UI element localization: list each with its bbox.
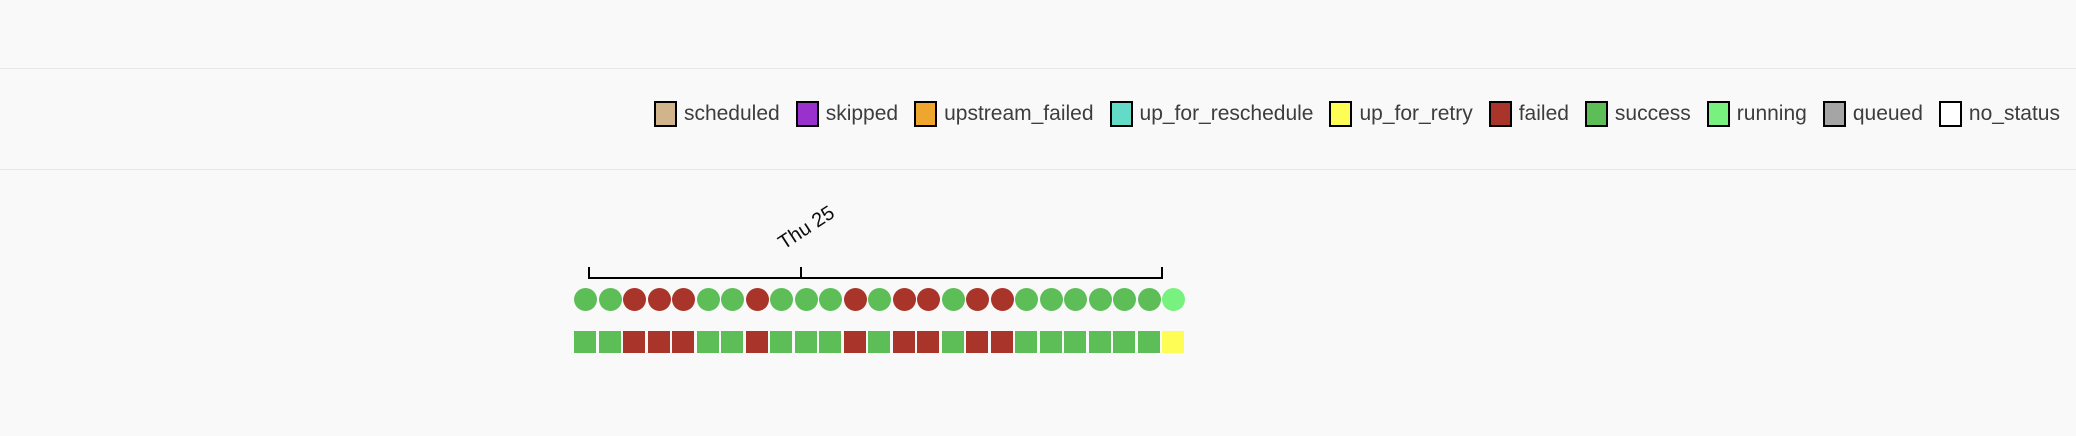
legend-item-upstream_failed: upstream_failed <box>914 101 1094 127</box>
axis-tick-start <box>588 267 590 279</box>
dag-run-circle-success[interactable] <box>819 288 842 311</box>
state-legend: scheduled skipped upstream_failed up_for_re… <box>653 100 2060 128</box>
axis-tick-mid <box>800 267 802 279</box>
dag-run-circle-success[interactable] <box>696 288 720 311</box>
upstream_failed-swatch-icon <box>914 101 938 127</box>
dag-run-circle-failed[interactable] <box>745 288 769 311</box>
task-instance-square-failed[interactable] <box>917 331 939 353</box>
up_for_retry-swatch-icon <box>1329 101 1353 127</box>
up_for_reschedule-swatch-icon <box>1109 101 1133 127</box>
task-instance-square-failed[interactable] <box>623 331 645 353</box>
task-instance-square-success[interactable] <box>696 331 719 353</box>
scheduled-swatch-icon <box>653 101 677 127</box>
task-instance-square-failed[interactable] <box>892 331 915 353</box>
task-instance-square-success[interactable] <box>868 331 890 353</box>
legend-item-failed: failed <box>1488 101 1569 127</box>
dag-run-circle-failed[interactable] <box>892 288 916 311</box>
task-instances-row <box>574 331 1184 353</box>
task-instance-square-success[interactable] <box>574 331 596 353</box>
task-instance-square-up_for_retry[interactable] <box>1162 331 1184 353</box>
failed-swatch-icon <box>1488 101 1512 127</box>
axis-line <box>588 277 1163 279</box>
legend-divider <box>0 169 2076 170</box>
dag-runs-row <box>574 288 1185 311</box>
dag-run-circle-success[interactable] <box>941 288 965 311</box>
task-instance-square-success[interactable] <box>941 331 964 353</box>
dag-run-circle-failed[interactable] <box>623 288 646 311</box>
legend-label-skipped: skipped <box>825 102 899 125</box>
dag-run-circle-success[interactable] <box>1137 288 1161 311</box>
dag-run-circle-failed[interactable] <box>672 288 695 311</box>
legend-label-success: success <box>1614 102 1691 125</box>
legend-item-scheduled: scheduled <box>653 101 780 127</box>
dag-run-circle-success[interactable] <box>1015 288 1038 311</box>
dag-run-circle-success[interactable] <box>598 288 622 311</box>
running-swatch-icon <box>1706 101 1730 127</box>
no_status-swatch-icon <box>1938 101 1962 127</box>
dag-run-circle-failed[interactable] <box>966 288 989 311</box>
dag-run-circle-failed[interactable] <box>990 288 1014 311</box>
header-spacer <box>0 0 2076 68</box>
axis-tick-label: Thu 25 <box>774 201 839 255</box>
success-swatch-icon <box>1584 101 1608 127</box>
dag-run-circle-success[interactable] <box>721 288 744 311</box>
dag-run-circle-failed[interactable] <box>647 288 671 311</box>
legend-item-success: success <box>1584 101 1691 127</box>
header-divider <box>0 68 2076 69</box>
legend-item-skipped: skipped <box>795 101 899 127</box>
skipped-swatch-icon <box>795 101 819 127</box>
task-instance-square-success[interactable] <box>1015 331 1037 353</box>
legend-item-up_for_retry: up_for_retry <box>1329 101 1473 127</box>
dag-run-circle-running[interactable] <box>1162 288 1185 311</box>
queued-swatch-icon <box>1822 101 1846 127</box>
task-instance-square-success[interactable] <box>1137 331 1160 353</box>
task-instance-square-failed[interactable] <box>966 331 988 353</box>
task-instance-square-success[interactable] <box>1064 331 1086 353</box>
task-instance-square-failed[interactable] <box>672 331 694 353</box>
legend-label-running: running <box>1736 102 1807 125</box>
legend-label-up_for_reschedule: up_for_reschedule <box>1139 102 1314 125</box>
legend-item-running: running <box>1706 101 1807 127</box>
dag-run-circle-failed[interactable] <box>843 288 867 311</box>
dag-run-circle-success[interactable] <box>794 288 818 311</box>
legend-label-up_for_retry: up_for_retry <box>1359 102 1473 125</box>
legend-label-queued: queued <box>1852 102 1923 125</box>
task-instance-square-failed[interactable] <box>990 331 1013 353</box>
task-instance-square-failed[interactable] <box>647 331 670 353</box>
dag-run-circle-success[interactable] <box>1064 288 1087 311</box>
task-instance-square-failed[interactable] <box>745 331 768 353</box>
legend-label-scheduled: scheduled <box>683 102 780 125</box>
legend-item-queued: queued <box>1822 101 1923 127</box>
dag-run-circle-failed[interactable] <box>917 288 940 311</box>
task-instance-square-success[interactable] <box>721 331 743 353</box>
task-instance-square-success[interactable] <box>598 331 621 353</box>
legend-item-up_for_reschedule: up_for_reschedule <box>1109 101 1314 127</box>
dag-run-circle-success[interactable] <box>770 288 793 311</box>
task-instance-square-success[interactable] <box>794 331 817 353</box>
dag-run-circle-success[interactable] <box>574 288 597 311</box>
task-instance-square-success[interactable] <box>1088 331 1111 353</box>
axis-tick-end <box>1161 267 1163 279</box>
task-instance-square-success[interactable] <box>1039 331 1062 353</box>
task-instance-square-success[interactable] <box>819 331 841 353</box>
task-instance-square-success[interactable] <box>1113 331 1135 353</box>
legend-item-no_status: no_status <box>1938 101 2060 127</box>
legend-label-failed: failed <box>1518 102 1569 125</box>
dag-run-circle-success[interactable] <box>1039 288 1063 311</box>
legend-label-upstream_failed: upstream_failed <box>944 102 1094 125</box>
dag-run-circle-success[interactable] <box>1113 288 1136 311</box>
task-instance-square-failed[interactable] <box>843 331 866 353</box>
legend-label-no_status: no_status <box>1968 102 2060 125</box>
task-instance-square-success[interactable] <box>770 331 792 353</box>
dag-run-circle-success[interactable] <box>1088 288 1112 311</box>
dag-run-circle-success[interactable] <box>868 288 891 311</box>
